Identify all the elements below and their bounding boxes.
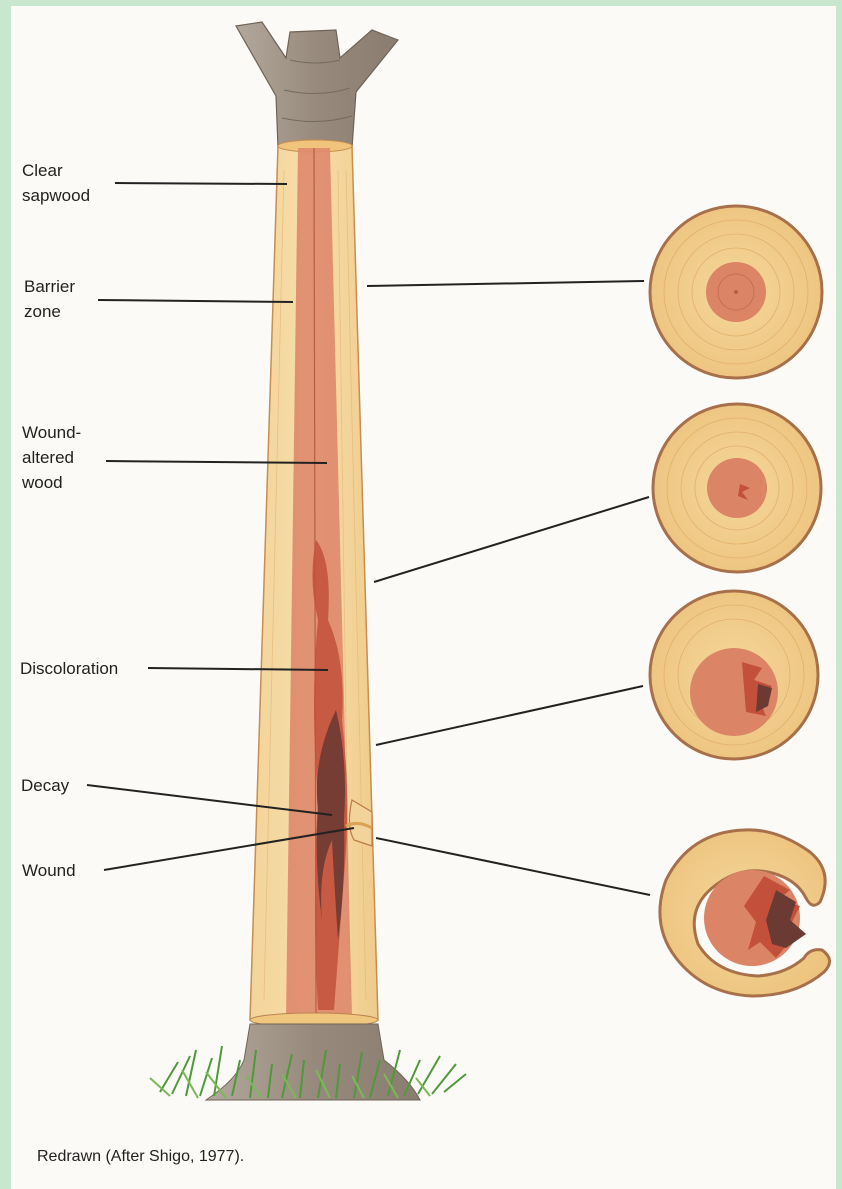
figure-caption: Redrawn (After Shigo, 1977). (37, 1148, 244, 1166)
cross-section-3 (650, 591, 818, 759)
trunk-base-bark (206, 1013, 420, 1100)
cross-section-1 (650, 206, 822, 378)
label-wound: Wound (22, 858, 76, 883)
cross-section-2 (653, 404, 821, 572)
label-barrier-zone: Barrier zone (24, 274, 75, 324)
label-wound-altered-wood: Wound- altered wood (22, 420, 81, 495)
cross-section-4 (660, 830, 830, 996)
trunk-top-bark (236, 22, 398, 148)
label-decay: Decay (21, 773, 69, 798)
label-discoloration: Discoloration (20, 656, 118, 681)
label-clear-sapwood: Clear sapwood (22, 158, 90, 208)
